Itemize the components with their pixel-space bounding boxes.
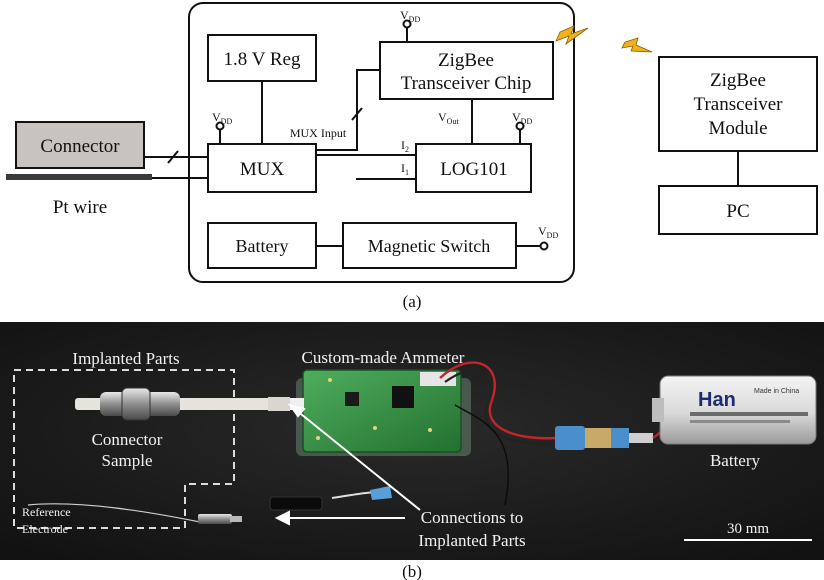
arrow-head-ammeter	[287, 403, 306, 418]
arrow-line-to-ammeter	[295, 409, 421, 511]
reference-electrode-clip	[198, 514, 242, 524]
log101-block	[415, 143, 532, 193]
battery-photo: Han Made in China	[652, 375, 817, 445]
vdd-label-log: VDD	[512, 110, 532, 126]
mux-label: MUX	[240, 159, 285, 180]
implanted-parts-outline	[13, 369, 235, 529]
pc-label: PC	[726, 201, 749, 222]
ammeter-enclosure	[188, 2, 575, 283]
block-labels: 1.8 V Reg ZigBee Transceiver Chip MUX LO…	[40, 8, 783, 311]
mux-input-label: MUX Input	[290, 126, 347, 140]
battery-brand-text: Han	[698, 389, 736, 411]
photo-labels: Implanted Parts Custom-made Ammeter Conn…	[22, 348, 769, 550]
connector-sample-label-2: Sample	[102, 451, 153, 470]
zigbee-module-label-3: Module	[708, 118, 767, 139]
i1-label: I1	[401, 161, 409, 177]
implanted-parts-label: Implanted Parts	[72, 349, 179, 368]
ammeter-pcb-photo	[290, 369, 471, 456]
vdd-terminal-mux	[215, 121, 225, 131]
pt-wire-bar	[6, 174, 152, 180]
connections-label-2: Implanted Parts	[418, 531, 525, 550]
reference-electrode-wire	[27, 503, 201, 523]
caption-b: (b)	[402, 562, 422, 580]
pt-wire-label: Pt wire	[53, 197, 107, 218]
slash-mux-input	[351, 107, 363, 121]
slash-connector-mux	[167, 150, 179, 164]
arrow-head-sleeve	[274, 510, 290, 526]
custom-ammeter-label: Custom-made Ammeter	[302, 348, 465, 367]
reference-electrode-label-2: Electrode	[22, 522, 68, 536]
connection-arrows	[274, 403, 421, 526]
ammeter-black-lead	[454, 404, 510, 506]
wireless-lightning-icon	[555, 25, 589, 46]
connector-label: Connector	[40, 136, 120, 157]
vdd-label-zigbee: VDD	[400, 8, 420, 24]
connector-sample-label: Connector	[92, 430, 163, 449]
vdd-terminal-log	[515, 121, 525, 131]
zigbee-chip-label-2: Transceiver Chip	[401, 73, 532, 94]
wireless-lightning-icon	[621, 37, 653, 53]
blue-connector-tip	[370, 486, 392, 500]
battery-label: Battery	[236, 236, 289, 256]
vdd-terminal-switch	[539, 241, 549, 251]
vout-label: VOut	[438, 110, 459, 126]
photo-panel: Han Made in China Implanted Parts Custom…	[0, 322, 824, 560]
header-connector-photo	[555, 426, 653, 450]
block-diagram	[6, 2, 818, 283]
reference-electrode-label: Reference	[22, 505, 71, 519]
regulator-label: 1.8 V Reg	[224, 49, 301, 70]
magnetic-switch-label: Magnetic Switch	[368, 236, 490, 256]
battery-made-in-text: Made in China	[754, 388, 799, 395]
red-wire	[439, 361, 556, 440]
connections-label: Connections to	[421, 508, 523, 527]
battery-photo-label: Battery	[710, 451, 761, 470]
vdd-label-mux: VDD	[212, 110, 232, 126]
zigbee-chip-label: ZigBee	[438, 50, 494, 71]
zigbee-module-label: ZigBee	[710, 70, 766, 91]
connector-block	[15, 121, 145, 169]
vdd-label-switch: VDD	[538, 224, 558, 240]
wire-mux-input-bus	[316, 69, 380, 151]
zigbee-module-label-2: Transceiver	[694, 94, 784, 115]
caption-a: (a)	[403, 292, 422, 311]
vdd-terminal-zigbee	[402, 19, 412, 29]
black-wire	[444, 369, 556, 446]
connector-sample-photo	[75, 387, 290, 421]
log101-label: LOG101	[440, 159, 508, 180]
scale-bar-label: 30 mm	[727, 521, 769, 537]
i2-label: I2	[401, 138, 409, 154]
black-sleeve	[269, 496, 323, 511]
